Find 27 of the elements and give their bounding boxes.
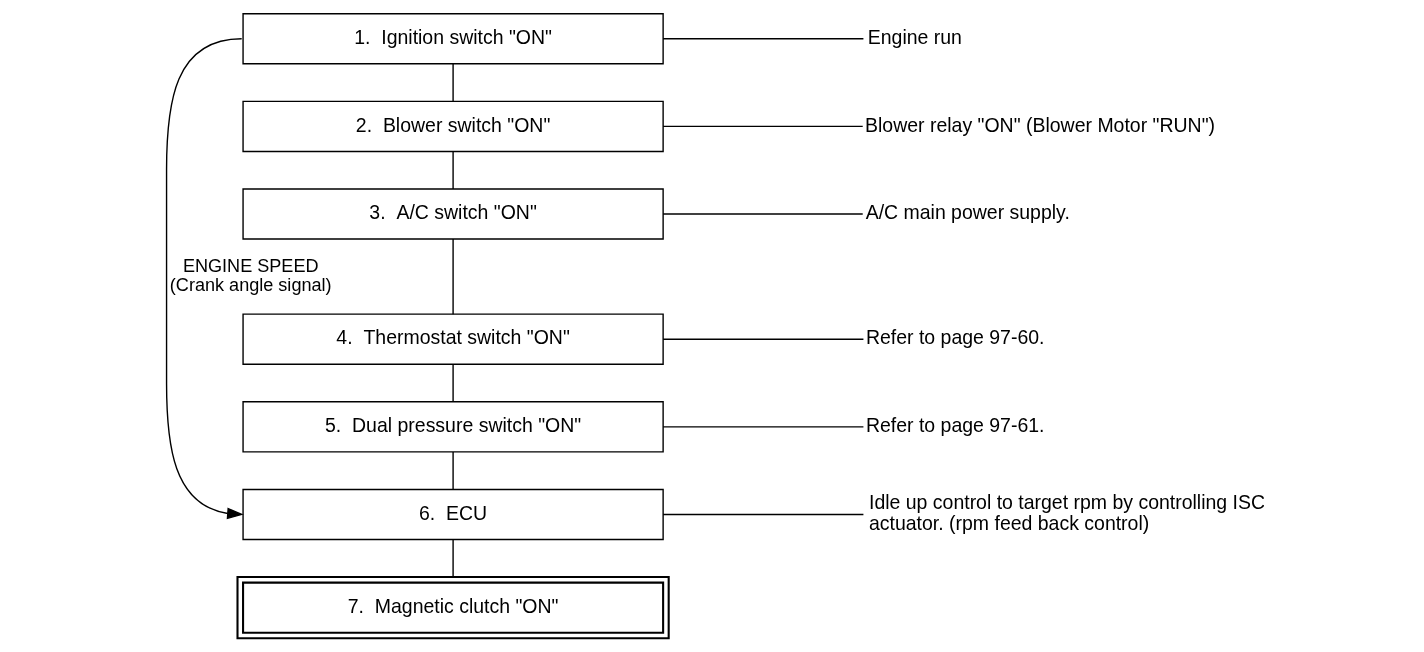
node-text: Engine run: [867, 25, 962, 48]
node-box: 2. Blower switch "ON": [241, 100, 664, 153]
node-box: 1. Ignition switch "ON": [241, 13, 664, 65]
node-text: Refer to page 97-61.: [865, 413, 1045, 436]
connector: [451, 451, 454, 491]
node-text: Blower relay "ON" (Blower Motor "RUN"): [864, 113, 1215, 136]
connector: [661, 125, 863, 128]
arrow: [165, 38, 244, 520]
node-text: Idle up control to target rpm by controlling ISC actuator. (rpm feed back control): [868, 491, 1265, 535]
node-box: 4. Thermostat switch "ON": [241, 313, 664, 365]
connector: [661, 338, 864, 340]
connector: [451, 538, 454, 578]
connector: [661, 513, 864, 516]
node-box: 6. ECU: [241, 488, 664, 541]
node-text: Refer to page 97-60.: [865, 326, 1045, 349]
connector: [451, 150, 454, 190]
connector: [451, 63, 454, 103]
connector: [661, 426, 864, 428]
node-box: 3. A/C switch "ON": [241, 188, 664, 240]
connector: [661, 213, 863, 215]
edge-label: ENGINE SPEED (Crank angle signal): [169, 255, 332, 296]
connector: [451, 238, 454, 315]
node-text: A/C main power supply.: [865, 201, 1070, 224]
connector: [661, 38, 864, 40]
node-box: 5. Dual pressure switch "ON": [241, 401, 664, 453]
connector: [451, 363, 454, 403]
node-box: 7. Magnetic clutch "ON": [235, 576, 670, 640]
